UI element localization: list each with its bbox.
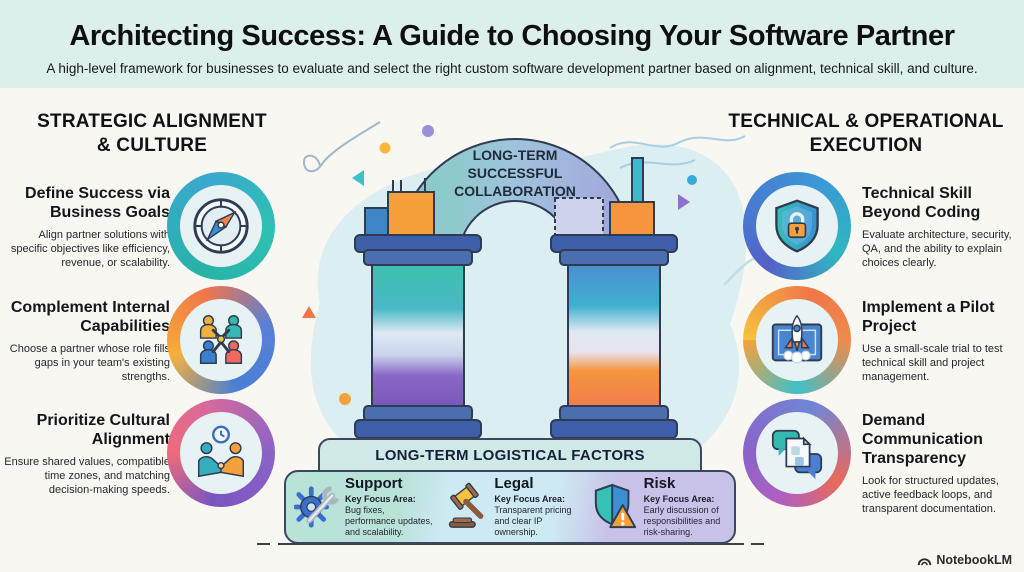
card-focus-label: Key Focus Area: [345, 494, 416, 505]
card-focus-text: Early discussion of responsibilities and… [643, 504, 721, 537]
shield-lock-icon [775, 199, 819, 253]
item-title: Implement a Pilot Project [862, 299, 995, 335]
item-define-success: Define Success via Business Goals Align … [2, 185, 170, 270]
item-pilot-project: Implement a Pilot Project Use a small-sc… [862, 299, 1020, 384]
blue-dot-decoration [687, 175, 697, 185]
wave-decoration [609, 135, 746, 169]
ground-line [278, 543, 744, 545]
arch-label-line2: SUCCESSFUL [468, 165, 563, 181]
ground-dash-left [257, 543, 270, 545]
team-hands-icon [199, 315, 243, 364]
compass-icon [193, 198, 249, 254]
notebooklm-icon [918, 557, 932, 565]
card-focus-label: Key Focus Area: [643, 494, 715, 505]
chat-document-icon [771, 429, 823, 480]
item-body: Align partner solutions with specific ob… [10, 228, 170, 269]
notebooklm-branding: NotebookLM [917, 553, 1012, 567]
card-focus-text: Transparent pricing and clear IP ownersh… [494, 504, 572, 537]
item-cultural-alignment: Prioritize Cultural Alignment Ensure sha… [2, 412, 170, 497]
card-title: Support [345, 475, 403, 493]
orange-triangle-decoration [302, 306, 316, 318]
purple-dot-decoration [422, 125, 434, 137]
yellow-dot-decoration [379, 142, 391, 154]
item-complement-capabilities: Complement Internal Capabilities Choose … [2, 299, 170, 384]
risk-card: Risk Key Focus Area: Early discussion of… [585, 472, 734, 542]
legal-card: Legal Key Focus Area: Transparent pricin… [435, 472, 584, 542]
right-column-heading: TECHNICAL & OPERATIONAL EXECUTION [718, 110, 1014, 158]
card-title: Risk [643, 475, 676, 493]
logistical-factors-banner: LONG-TERM LOGISTICAL FACTORS [318, 438, 702, 474]
card-focus-text: Bug fixes, performance updates, and scal… [345, 504, 433, 537]
left-column-heading: STRATEGIC ALIGNMENT & CULTURE [8, 110, 296, 158]
left-pillar [354, 234, 482, 439]
support-card: Support Key Focus Area: Bug fixes, perfo… [286, 472, 435, 542]
left-heading-line2: & CULTURE [96, 134, 208, 156]
right-heading-line2: EXECUTION [809, 134, 923, 156]
page-subtitle: A high-level framework for businesses to… [46, 61, 978, 76]
chat-ring [743, 399, 851, 507]
handshake-ring [167, 399, 275, 507]
arch-monument-illustration: LONG-TERM SUCCESSFUL COLLABORATION [302, 121, 759, 483]
item-body: Look for structured updates, active feed… [862, 474, 999, 515]
rocket-ring [743, 286, 851, 394]
page-title: Architecting Success: A Guide to Choosin… [69, 20, 955, 52]
item-title: Define Success via Business Goals [25, 185, 170, 221]
gavel-icon [449, 482, 484, 528]
arch-label-line1: LONG-TERM [473, 147, 558, 163]
item-body: Use a small-scale trial to test technica… [862, 342, 1003, 383]
item-title: Demand Communication Transparency [862, 412, 983, 467]
orange-dot-decoration [339, 393, 351, 405]
teal-triangle-decoration [352, 170, 364, 186]
item-title: Technical Skill Beyond Coding [862, 185, 981, 221]
shield-warning-icon [594, 483, 636, 529]
team-ring [167, 286, 275, 394]
compass-ring [167, 172, 275, 280]
item-title: Complement Internal Capabilities [10, 299, 170, 335]
card-title: Legal [494, 475, 534, 493]
logistical-factors-panel: Support Key Focus Area: Bug fixes, perfo… [284, 470, 736, 544]
left-heading-line1: STRATEGIC ALIGNMENT [37, 111, 267, 132]
item-title: Prioritize Cultural Alignment [36, 412, 170, 448]
handshake-clock-icon [197, 425, 245, 478]
ground-dash-right [751, 543, 764, 545]
item-technical-skill: Technical Skill Beyond Coding Evaluate a… [862, 185, 1020, 270]
right-pillar-blocks [554, 157, 655, 237]
item-body: Evaluate architecture, security, QA, and… [862, 228, 1012, 269]
logistical-factors-heading: LONG-TERM LOGISTICAL FACTORS [375, 447, 645, 464]
right-heading-line1: TECHNICAL & OPERATIONAL [728, 111, 1004, 132]
squiggle-loop-decoration [302, 121, 381, 173]
right-pillar [550, 234, 678, 439]
card-focus-label: Key Focus Area: [494, 494, 566, 505]
arch-label-line3: COLLABORATION [454, 183, 576, 199]
notebooklm-label: NotebookLM [936, 553, 1012, 567]
rocket-blueprint-icon [771, 314, 823, 364]
item-body: Ensure shared values, compatible time zo… [4, 455, 170, 496]
gear-wrench-icon [294, 486, 340, 528]
item-body: Choose a partner whose role fills gaps i… [9, 342, 170, 383]
item-communication-transparency: Demand Communication Transparency Look f… [862, 412, 1020, 516]
header-band: Architecting Success: A Guide to Choosin… [0, 0, 1024, 88]
shield-ring [743, 172, 851, 280]
purple-triangle-decoration [678, 194, 690, 210]
